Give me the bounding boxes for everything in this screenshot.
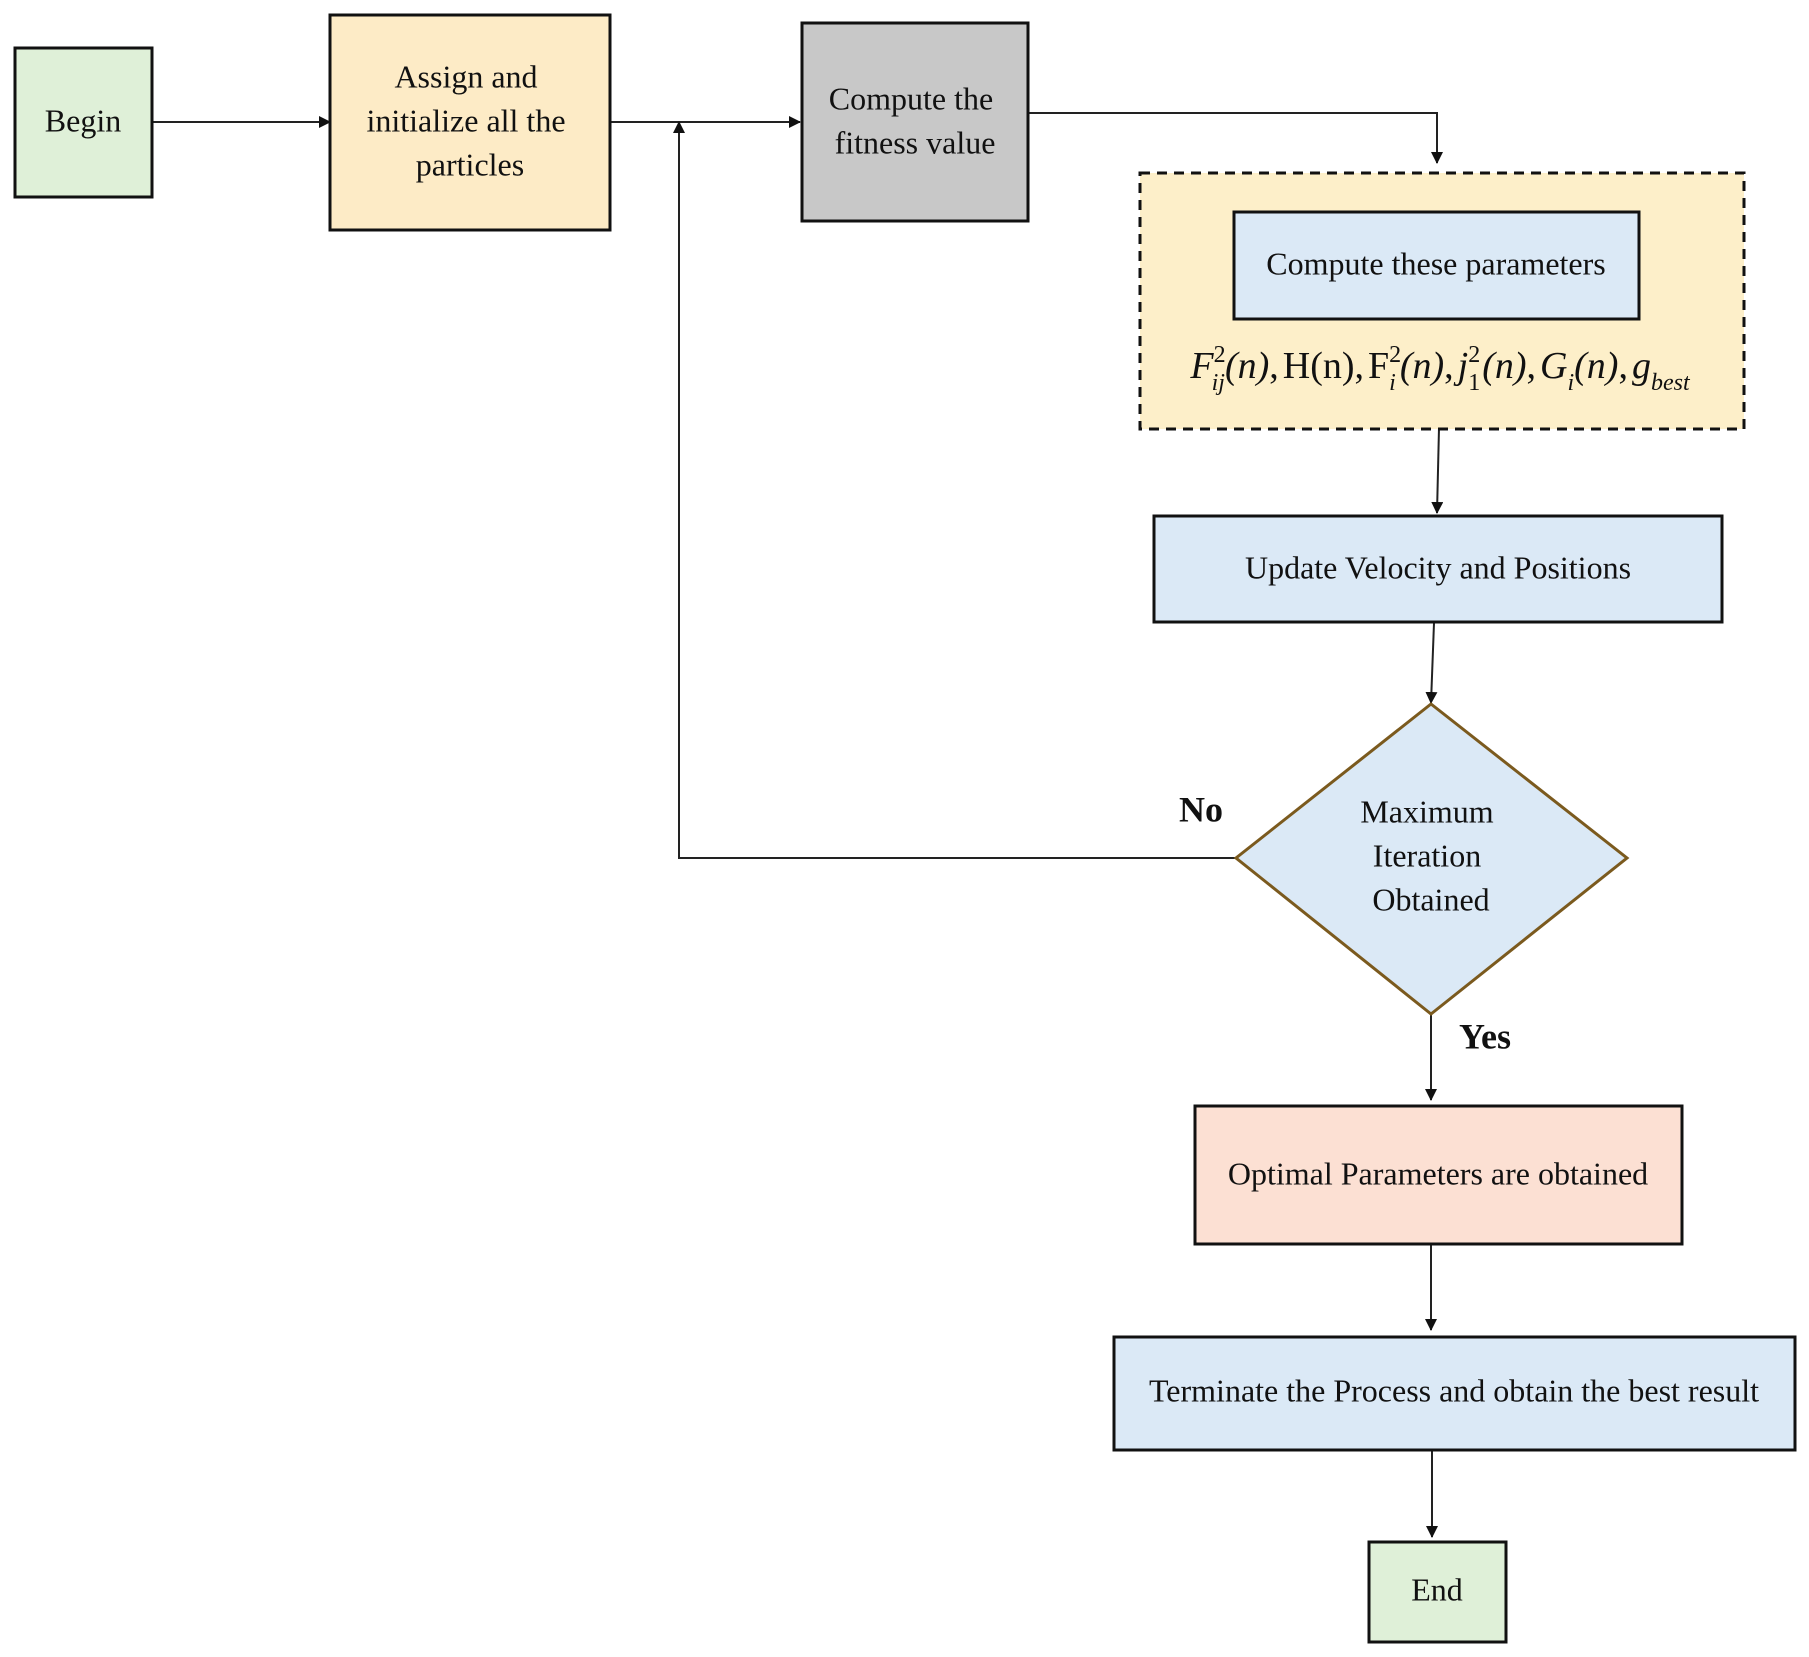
begin-label: Begin (45, 102, 121, 138)
init-label-line-1: Assign and (394, 58, 537, 94)
formula-g: G (1540, 345, 1567, 387)
init-node: Assign and initialize all the particles (328, 13, 612, 232)
edge-decision-no-loop (673, 121, 1236, 859)
formula-comma-5: , (1618, 345, 1628, 387)
formula-comma-2: , (1355, 345, 1365, 387)
formula-j-sub: 1 (1468, 370, 1480, 396)
formula-j-arg: (n) (1482, 345, 1526, 387)
formula-gbest-sub: best (1651, 370, 1691, 396)
fitness-label-line-2: fitness value (835, 124, 996, 160)
params-label: Compute these parameters (1266, 245, 1605, 281)
init-label-line-3: particles (416, 146, 524, 182)
init-box (328, 13, 612, 232)
end-label: End (1411, 1571, 1463, 1607)
begin-node: Begin (13, 46, 154, 199)
decision-label-line-1: Maximum (1360, 793, 1493, 829)
terminate-label: Terminate the Process and obtain the bes… (1149, 1372, 1759, 1408)
formula-j-sup: 2 (1468, 342, 1480, 368)
yes-label: Yes (1459, 1016, 1511, 1056)
terminate-box (1112, 1335, 1797, 1452)
edge-params-to-update (1431, 427, 1444, 514)
formula-h: H(n) (1283, 345, 1355, 387)
end-node: End (1367, 1540, 1508, 1644)
params-box (1232, 210, 1641, 321)
formula-g-arg: (n) (1574, 345, 1618, 387)
formula-comma-3: , (1444, 345, 1454, 387)
edge-update-to-decision (1425, 622, 1438, 704)
init-label: Assign and initialize all the particles (366, 51, 573, 182)
formula-fi: F (1368, 345, 1389, 387)
terminate-node: Terminate the Process and obtain the bes… (1112, 1335, 1797, 1452)
update-box (1152, 514, 1724, 624)
no-label: No (1179, 789, 1223, 829)
decision-diamond (1233, 702, 1630, 1016)
formula-fi-sup: 2 (1389, 342, 1401, 368)
formula-comma-1: , (1269, 345, 1279, 387)
begin-box (13, 46, 154, 199)
fitness-node: Compute the fitness value (800, 21, 1030, 223)
edge-fitness-to-params (1028, 112, 1443, 164)
formula-f: F (1189, 345, 1214, 387)
decision-label-line-3: Obtained (1372, 881, 1489, 917)
fitness-label-line-1: Compute the (829, 80, 993, 116)
init-label-line-2: initialize all the (366, 102, 565, 138)
formula-g-sub: i (1567, 370, 1574, 396)
formula-f-sub: ij (1212, 370, 1226, 396)
optimal-box (1193, 1104, 1684, 1246)
decision-label: Maximum Iteration Obtained (1360, 786, 1501, 917)
formula-comma-4: , (1527, 345, 1537, 387)
formula-f-arg: (n) (1225, 345, 1269, 387)
decision-label-line-2: Iteration (1373, 837, 1481, 873)
decision-node: Maximum Iteration Obtained (1233, 702, 1630, 1016)
fitness-label: Compute the fitness value (829, 73, 1001, 160)
formula-gbest: g (1632, 345, 1651, 387)
update-node: Update Velocity and Positions (1152, 514, 1724, 624)
update-label: Update Velocity and Positions (1245, 549, 1631, 585)
edges (153, 112, 1444, 1538)
optimal-node: Optimal Parameters are obtained (1193, 1104, 1684, 1246)
formula-fi-sub: i (1389, 370, 1396, 396)
end-box (1367, 1540, 1508, 1644)
optimal-label: Optimal Parameters are obtained (1228, 1155, 1648, 1191)
formula-f-sup: 2 (1214, 342, 1226, 368)
fitness-box (800, 21, 1030, 223)
formula-fi-arg: (n) (1400, 345, 1444, 387)
